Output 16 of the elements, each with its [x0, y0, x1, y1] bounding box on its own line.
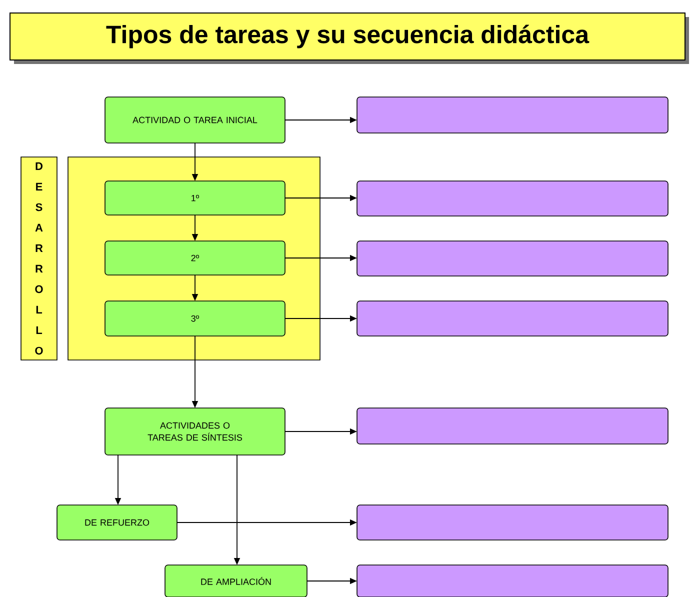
activity-box: 1º	[104, 180, 286, 216]
activity-box: 3º	[104, 300, 286, 336]
empty-box	[356, 240, 668, 276]
title-banner: Tipos de tareas y su secuencia didáctica	[10, 12, 686, 60]
activity-box: ACTIVIDAD O TAREA INICIAL	[104, 96, 286, 144]
empty-box	[356, 180, 668, 216]
activity-box: 2º	[104, 240, 286, 276]
activity-box: ACTIVIDADES O TAREAS DE SÍNTESIS	[104, 408, 286, 456]
empty-box	[356, 408, 668, 444]
empty-box	[356, 300, 668, 336]
empty-box	[356, 564, 668, 597]
empty-box	[356, 504, 668, 540]
vertical-label-box: DESARROLLO	[20, 156, 58, 360]
activity-box: DE AMPLIACIÓN	[164, 564, 308, 597]
activity-box: DE REFUERZO	[56, 504, 178, 540]
empty-box	[356, 96, 668, 134]
